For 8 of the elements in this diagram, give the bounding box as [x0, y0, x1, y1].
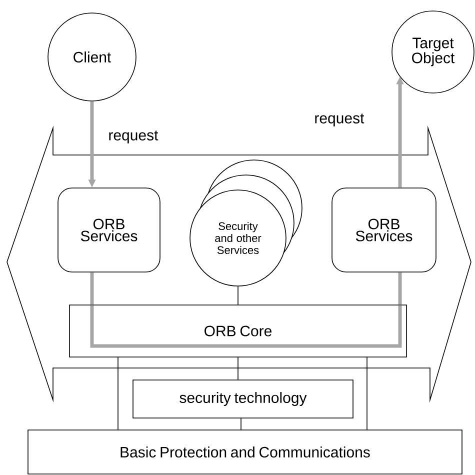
service-box: ORB Services — [58, 188, 160, 272]
protection-box: Basic Protection and Communications — [28, 430, 462, 474]
core-box: ORB Core — [69, 304, 407, 358]
stacked-circles: Security and other Services — [190, 160, 302, 286]
service-box: ORB Services — [332, 188, 436, 272]
technology-box: security technology — [132, 380, 354, 418]
edge-label: request — [313, 112, 366, 128]
edge-label: request — [107, 130, 160, 144]
